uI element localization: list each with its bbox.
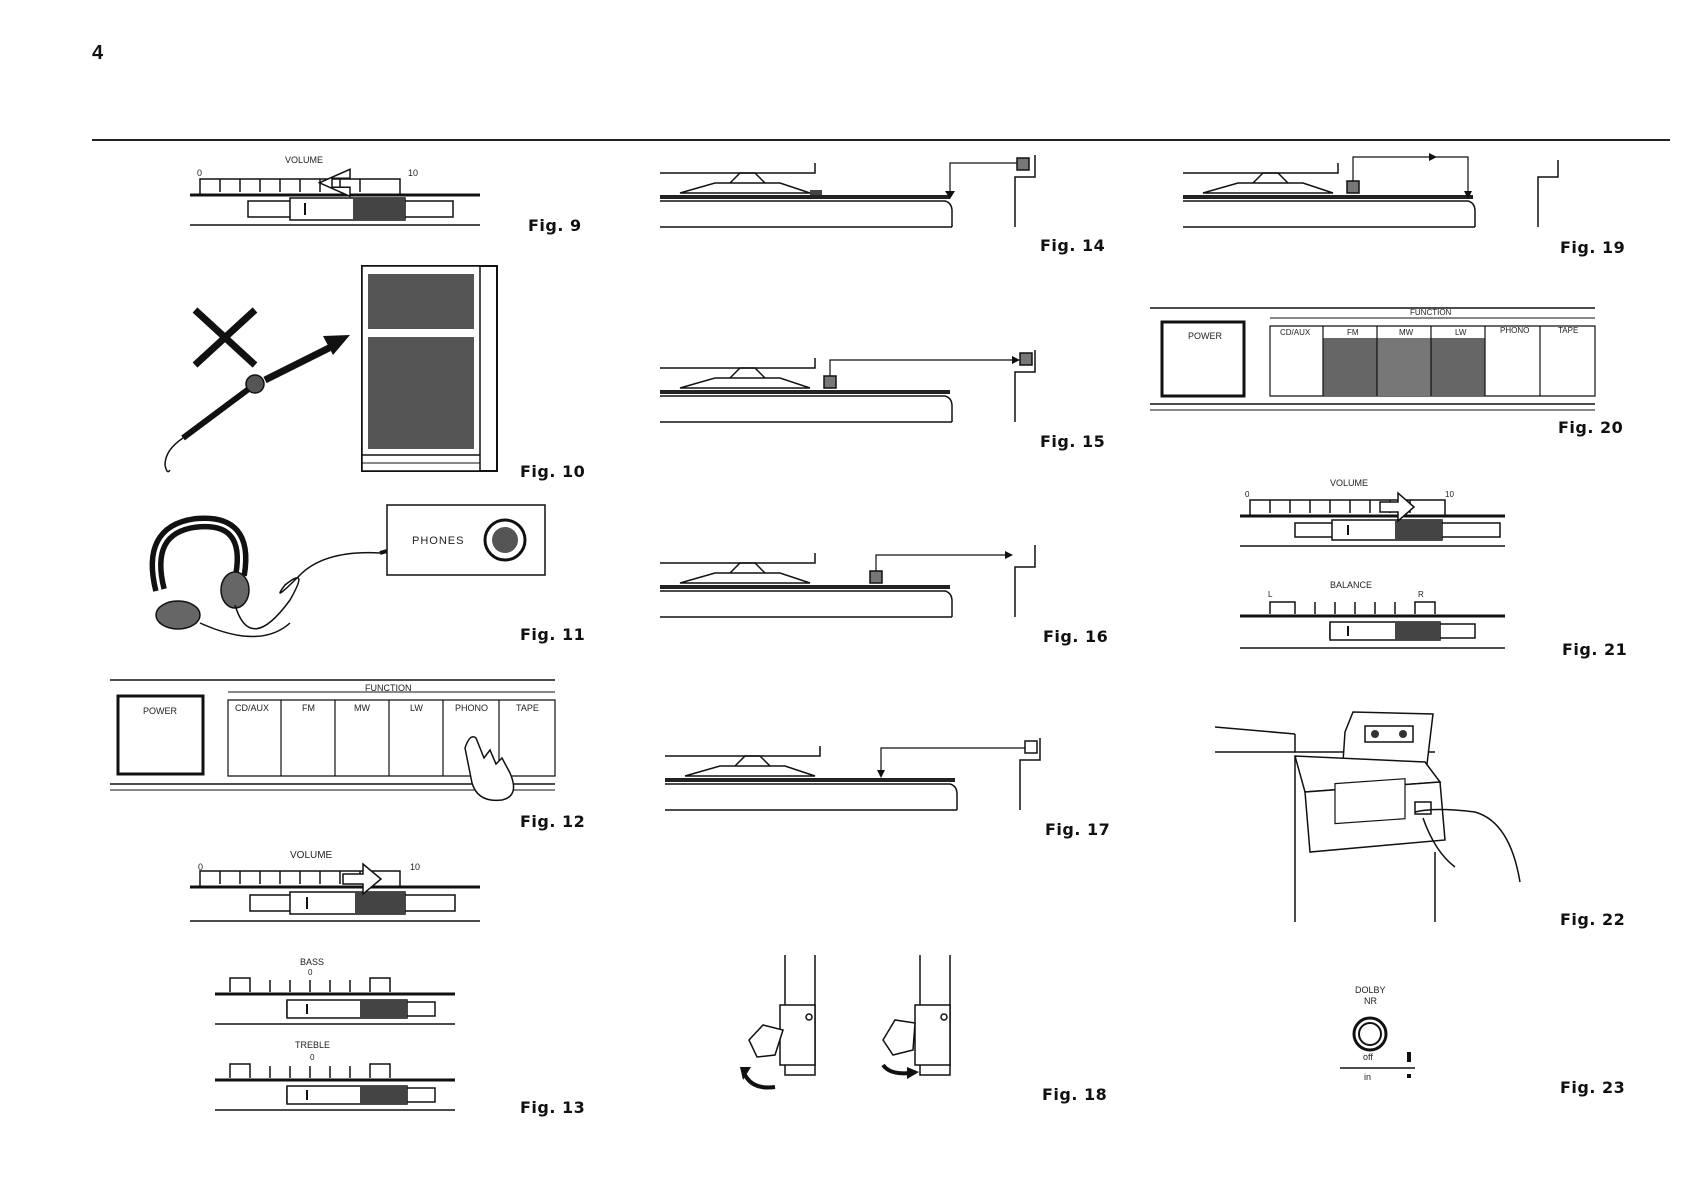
fig21-bal-right: R [1418,590,1424,599]
fig21-caption: Fig. 21 [1562,640,1627,659]
fig17-turntable [665,738,1055,818]
fig13-bass-label: BASS [300,957,324,967]
fig10-microphone-speaker [155,260,505,480]
fig12-cdaux-label: CD/AUX [235,703,269,713]
fig9-volume-slider [185,155,485,230]
fig21-scale-min: 0 [1245,490,1249,499]
fig18-stylus-cartridge [735,955,965,1095]
fig9-caption: Fig. 9 [528,216,582,235]
fig13-scale-max: 10 [410,862,420,872]
fig12-function-label: FUNCTION [365,683,412,693]
fig12-function-panel [110,678,560,818]
fig9-scale-min: 0 [197,168,202,178]
fig13-volume-slider [185,855,485,930]
fig15-turntable [660,350,1050,430]
fig11-phones-label: PHONES [412,535,464,547]
fig21-balance-slider [1240,592,1510,652]
fig11-headphones-jack [140,505,540,655]
fig20-power-label: POWER [1188,331,1222,341]
fig9-scale-max: 10 [408,168,418,178]
header-rule [92,139,1670,141]
page-number: 4 [92,42,103,65]
fig13-scale-min: 0 [198,862,203,872]
fig23-nr-label: NR [1364,996,1377,1006]
fig23-caption: Fig. 23 [1560,1078,1625,1097]
fig20-cdaux-label: CD/AUX [1280,328,1310,337]
fig17-caption: Fig. 17 [1045,820,1110,839]
fig23-off-label: off [1363,1052,1373,1062]
fig21-scale-max: 10 [1445,490,1454,499]
fig20-phono-label: PHONO [1500,326,1529,335]
fig20-lw-label: LW [1455,328,1466,337]
fig12-caption: Fig. 12 [520,812,585,831]
fig21-volume-slider [1240,488,1510,553]
fig12-lw-label: LW [410,703,423,713]
fig14-caption: Fig. 14 [1040,236,1105,255]
fig13-bass-slider [215,970,460,1025]
fig23-dolby-label: DOLBY [1355,985,1386,995]
fig10-caption: Fig. 10 [520,462,585,481]
fig14-turntable [660,155,1050,235]
fig21-balance-label: BALANCE [1330,580,1372,590]
fig13-treble-slider [215,1052,460,1112]
fig20-tape-label: TAPE [1558,326,1578,335]
fig11-caption: Fig. 11 [520,625,585,644]
fig18-caption: Fig. 18 [1042,1085,1107,1104]
fig19-caption: Fig. 19 [1560,238,1625,257]
fig16-turntable [660,545,1050,625]
fig20-function-panel [1150,302,1600,414]
fig23-in-label: in [1364,1072,1371,1082]
fig20-mw-label: MW [1399,328,1413,337]
fig22-caption: Fig. 22 [1560,910,1625,929]
fig15-caption: Fig. 15 [1040,432,1105,451]
fig12-power-label: POWER [143,706,177,716]
fig13-treble-label: TREBLE [295,1040,330,1050]
fig12-tape-label: TAPE [516,703,539,713]
fig13-treble-center: 0 [310,1053,314,1062]
fig13-bass-center: 0 [308,968,312,977]
fig9-volume-label: VOLUME [285,155,323,165]
fig19-turntable [1183,155,1573,235]
fig12-phono-label: PHONO [455,703,488,713]
fig23-dolby-button [1340,1010,1440,1090]
fig12-fm-label: FM [302,703,315,713]
fig20-caption: Fig. 20 [1558,418,1623,437]
fig20-function-label: FUNCTION [1410,308,1451,317]
fig20-fm-label: FM [1347,328,1359,337]
fig13-volume-label: VOLUME [290,850,332,861]
fig21-bal-left: L [1268,590,1272,599]
fig22-cassette-insert [1215,712,1545,922]
fig13-caption: Fig. 13 [520,1098,585,1117]
fig16-caption: Fig. 16 [1043,627,1108,646]
fig12-mw-label: MW [354,703,370,713]
fig21-volume-label: VOLUME [1330,478,1368,488]
